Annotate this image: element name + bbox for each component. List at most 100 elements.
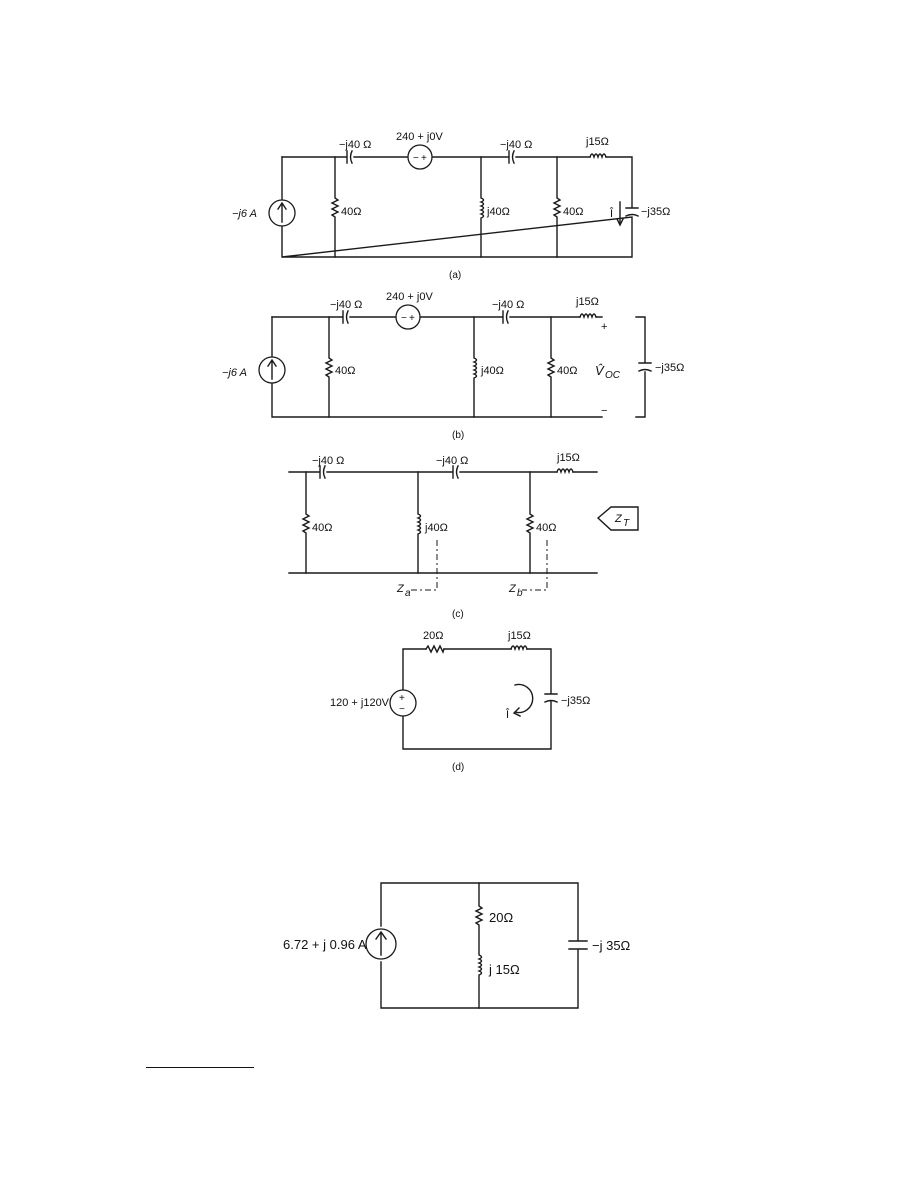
figure-d-loop-wire (402, 648, 552, 750)
figure-b: − + −j6 A −j40 Ω 240 + j0V −j40 Ω j15Ω 4… (222, 291, 684, 441)
figure-d-vsrc-minus: − (399, 704, 405, 715)
figure-b-load-cap-label: −j35Ω (655, 362, 684, 374)
figure-c-capacitor-1-icon (319, 465, 326, 479)
figure-e-source-arrow-icon (375, 930, 387, 956)
figure-d-resistor-icon (425, 644, 445, 654)
figure-a-vsrc-minus: − (413, 153, 419, 164)
figure-a-r2-label: 40Ω (563, 206, 583, 218)
figure-b-resistor-2-icon (546, 316, 556, 418)
figure-a-source-arrow-icon (277, 201, 287, 223)
figure-e-r-label: 20Ω (489, 910, 513, 925)
figure-a-cap2-label: −j40 Ω (500, 139, 532, 151)
figure-b-capacitor-1-icon (342, 310, 349, 324)
figure-a-current-arrow-icon (616, 201, 624, 227)
figure-b-plus: + (601, 321, 607, 333)
figure-a-vsrc-plus: + (421, 153, 427, 164)
figure-d-inductor-icon (510, 645, 528, 652)
figure-b-vsrc-label: 240 + j0V (386, 291, 433, 303)
figure-b-caption: (b) (452, 430, 464, 441)
figure-b-minus: − (601, 405, 607, 417)
figure-c-ind-top-label: j15Ω (556, 452, 580, 464)
figure-a-caption: (a) (449, 270, 461, 281)
figure-d-caption: (d) (452, 762, 464, 773)
figure-a-resistor-2-icon (552, 156, 562, 258)
figure-c-zb-subscript: b (517, 588, 523, 599)
figure-c-zt-label: Z (614, 513, 623, 525)
figure-c-inductor-top-icon (556, 468, 574, 475)
figure-b-capacitor-2-icon (502, 310, 509, 324)
figure-a-lmid-label: j40Ω (486, 206, 510, 218)
figure-b-load-bracket (635, 316, 646, 418)
figure-c-za-boundary (410, 540, 438, 591)
figure-a-ind-top-label: j15Ω (585, 136, 609, 148)
figure-c-lmid-label: j40Ω (424, 522, 448, 534)
figure-a-voltage-source (407, 144, 433, 170)
figure-a-current-label: Î (609, 207, 614, 220)
figure-a-load-capacitor-icon (625, 207, 639, 217)
figure-c-cap1-label: −j40 Ω (312, 455, 344, 467)
figure-d-voltage-source (389, 689, 417, 717)
figure-a-resistor-1-icon (330, 156, 340, 258)
figure-a-wires (281, 156, 633, 258)
figure-b-voc-subscript: OC (605, 370, 621, 381)
figure-a-inductor-mid-icon (479, 156, 485, 258)
figure-b-voltage-source (395, 304, 421, 330)
figure-a-load-cap-label: −j35Ω (641, 206, 670, 218)
figure-a-cap1-label: −j40 Ω (339, 139, 371, 151)
figure-b-cap2-label: −j40 Ω (492, 299, 524, 311)
figure-c-za-label: Z (396, 583, 405, 595)
footnote-rule (146, 1067, 254, 1068)
figure-b-load-capacitor-icon (638, 362, 652, 372)
figure-d-vsrc-label: 120 + j120V (330, 697, 390, 709)
figure-c-caption: (c) (452, 609, 464, 620)
figure-a: − + −j6 A −j40 Ω 240 + j0V −j40 Ω j15Ω 4… (232, 131, 670, 281)
figure-c-zb-boundary (522, 540, 548, 591)
figure-d-c-label: −j35Ω (561, 695, 590, 707)
figure-b-resistor-1-icon (324, 316, 334, 418)
figure-a-capacitor-1-icon (346, 150, 353, 164)
figure-c-resistor-2-icon (525, 471, 535, 574)
figure-c-za-subscript: a (405, 588, 411, 599)
figure-a-inductor-top-icon (589, 153, 607, 160)
figure-b-inductor-mid-icon (472, 316, 478, 418)
figure-e-rl-branch-icon (474, 882, 484, 1009)
figure-e-l-label: j 15Ω (488, 962, 520, 977)
figure-b-cap1-label: −j40 Ω (330, 299, 362, 311)
figure-d-capacitor-icon (544, 693, 558, 703)
figure-c-zt-subscript: T (623, 518, 630, 529)
figure-b-lmid-label: j40Ω (480, 365, 504, 377)
figure-b-r1-label: 40Ω (335, 365, 355, 377)
figure-c-r1-label: 40Ω (312, 522, 332, 534)
figure-e-c-label: −j 35Ω (592, 938, 631, 953)
figure-b-source-label: −j6 A (222, 367, 247, 379)
figure-a-capacitor-2-icon (508, 150, 515, 164)
figure-c-resistor-1-icon (301, 471, 311, 574)
figure-d-l-label: j15Ω (507, 630, 531, 642)
figure-c-cap2-label: −j40 Ω (436, 455, 468, 467)
figure-d-r-label: 20Ω (423, 630, 443, 642)
figure-d-current-label: Î (505, 708, 510, 721)
figure-b-source-arrow-icon (267, 358, 277, 380)
figure-b-r2-label: 40Ω (557, 365, 577, 377)
figure-b-vsrc-plus: + (409, 313, 415, 324)
figure-c-r2-label: 40Ω (536, 522, 556, 534)
figure-c-inductor-mid-icon (416, 471, 422, 574)
figure-d: 20Ω j15Ω 120 + j120V + − −j35Ω Î (d) (330, 630, 590, 773)
figure-b-vsrc-minus: − (401, 313, 407, 324)
figure-e: 6.72 + j 0.96 A 20Ω j 15Ω −j 35Ω (283, 882, 631, 1009)
figure-c-zt-arrow-icon (596, 506, 639, 531)
figure-a-r1-label: 40Ω (341, 206, 361, 218)
figure-b-ind-top-label: j15Ω (575, 296, 599, 308)
figure-b-inductor-top-icon (579, 313, 597, 320)
figure-d-loop-current-arrow-icon (512, 683, 534, 717)
figure-b-voc-label: V̂ (595, 363, 605, 378)
figure-e-capacitor-icon (568, 940, 588, 950)
figure-b-left-bottom-wire (271, 316, 603, 418)
figure-e-source-label: 6.72 + j 0.96 A (283, 937, 367, 952)
figure-c-zb-label: Z (508, 583, 517, 595)
figure-c-capacitor-2-icon (452, 465, 459, 479)
figure-c: −j40 Ω −j40 Ω j15Ω 40Ω j40Ω 40Ω Z a Z b … (288, 452, 639, 620)
figure-a-source-label: −j6 A (232, 208, 257, 220)
figure-a-vsrc-label: 240 + j0V (396, 131, 443, 143)
